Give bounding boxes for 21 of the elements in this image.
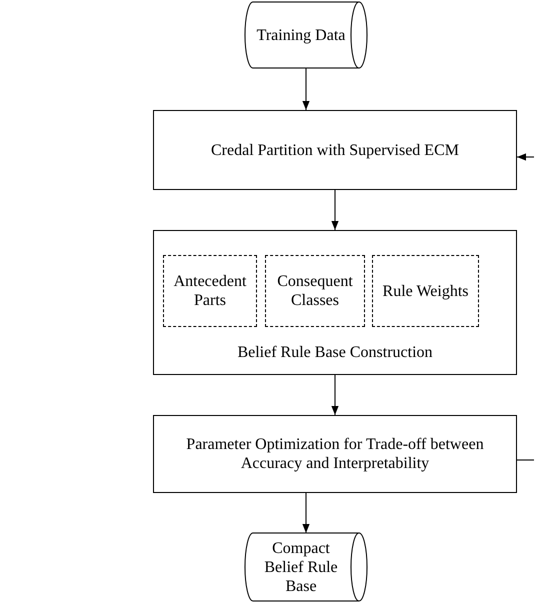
process-box: [153, 415, 517, 493]
arrow: [302, 68, 310, 110]
node-label: Compact Belief Rule Base: [263, 538, 339, 596]
arrow: [516, 153, 534, 161]
node-label: Training Data: [256, 26, 346, 44]
node-label: Parameter Optimization for Trade-off between Accuracy and Interpretability: [185, 435, 485, 473]
node-label: Consequent Classes: [276, 272, 354, 310]
data-store-shape: [245, 533, 367, 601]
arrow: [302, 492, 310, 534]
component-box: [372, 255, 479, 327]
process-box: [153, 230, 517, 375]
component-box: [163, 255, 257, 327]
node-label: Rule Weights: [382, 282, 470, 300]
process-box: [153, 110, 517, 190]
component-box: [265, 255, 365, 327]
data-store-shape: [245, 2, 367, 68]
node-label: Credal Partition with Supervised ECM: [210, 140, 460, 160]
node-label: Antecedent Parts: [172, 272, 248, 310]
node-label: Belief Rule Base Construction: [236, 343, 434, 362]
arrow: [331, 374, 339, 416]
arrow: [331, 190, 339, 230]
